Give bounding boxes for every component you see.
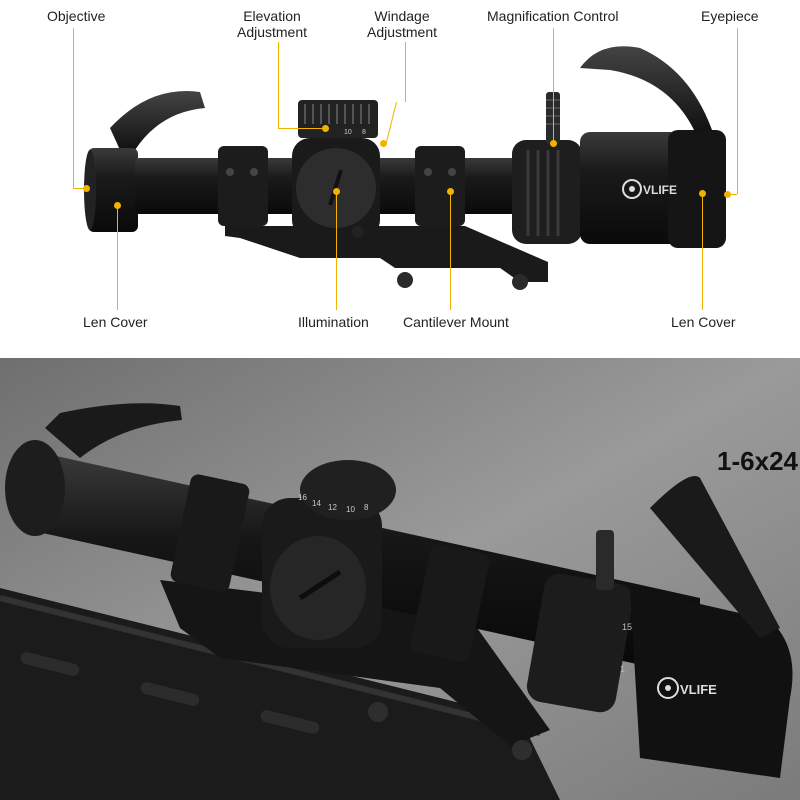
leader-dot — [333, 188, 340, 195]
mount-ring-front — [218, 146, 268, 226]
turret-number-photo: 10 — [346, 505, 355, 514]
leader-cantilever — [450, 192, 451, 310]
label-windage-adjustment: Windage Adjustment — [366, 8, 438, 40]
ring-rear-photo — [410, 544, 490, 662]
leader-dot — [699, 190, 706, 197]
rifle-handguard — [0, 588, 560, 800]
eyepiece-cap-lid — [580, 46, 712, 132]
turret-number: 10 — [344, 129, 352, 136]
label-elevation-adjustment: Elevation Adjustment — [236, 8, 308, 40]
turret-number: 8 — [362, 129, 366, 136]
objective-cap-photo — [45, 403, 182, 458]
leader-windage — [405, 42, 406, 102]
mounted-scope-photo: 16 14 12 10 8 15 1 VLIFE — [0, 358, 800, 800]
label-illumination: Illumination — [298, 314, 369, 330]
leader-elevation — [278, 42, 279, 128]
turret-number-photo: 12 — [328, 503, 337, 512]
label-objective: Objective — [47, 8, 106, 24]
objective-lens — [84, 150, 96, 230]
objective-end-photo — [5, 440, 65, 536]
brand-logo-icon-photo — [657, 677, 679, 699]
leader-dot — [114, 202, 121, 209]
eyepiece-cap-photo — [650, 476, 780, 638]
turret-number-photo: 16 — [298, 493, 307, 502]
turret-number-photo: 8 — [364, 503, 369, 512]
mag-number-photo: 15 — [622, 622, 632, 632]
leader-dot — [322, 125, 329, 132]
eyepiece-cover — [668, 130, 726, 248]
leader-len-cover-left — [117, 206, 118, 310]
leader-eyepiece-h — [727, 194, 737, 195]
annotated-scope-panel: 10 8 15 1 VLIFE Objective Elevation Adju… — [0, 0, 800, 358]
brand-logo: VLIFE — [643, 183, 677, 197]
leader-dot — [380, 140, 387, 147]
mag-number-photo: 1 — [620, 664, 625, 674]
leader-dot — [724, 191, 731, 198]
scope-illustration: 10 8 15 1 VLIFE — [84, 46, 726, 290]
leader-elevation-h — [278, 128, 326, 129]
leader-eyepiece — [737, 28, 738, 194]
leader-illumination — [336, 192, 337, 310]
brand-logo-icon — [622, 179, 642, 199]
leader-objective-h — [73, 188, 86, 189]
label-cantilever-mount: Cantilever Mount — [403, 314, 509, 330]
label-magnification-control: Magnification Control — [487, 8, 619, 24]
mount-ring-rear — [415, 146, 465, 226]
elevation-turret-photo — [300, 460, 396, 520]
leader-dot — [83, 185, 90, 192]
throw-lever-photo — [596, 530, 614, 590]
label-len-cover-right: Len Cover — [671, 314, 736, 330]
product-model: 1-6x24 — [717, 446, 798, 476]
label-eyepiece: Eyepiece — [701, 8, 759, 24]
ring-front-photo — [170, 474, 250, 592]
leader-objective — [73, 28, 74, 188]
brand-logo-photo: VLIFE — [680, 682, 717, 697]
leader-dot — [550, 140, 557, 147]
label-len-cover-left: Len Cover — [83, 314, 148, 330]
eyepiece-photo — [630, 588, 793, 778]
leader-dot — [447, 188, 454, 195]
leader-len-cover-right — [702, 194, 703, 310]
mag-ring-photo — [526, 573, 634, 713]
objective-cap-lid — [110, 91, 205, 150]
leader-magnification — [553, 28, 554, 144]
objective-bell — [88, 148, 138, 232]
turret-number-photo: 14 — [312, 499, 321, 508]
cantilever-mount — [225, 226, 548, 282]
mounted-scope-illustration: 16 14 12 10 8 15 1 VLIFE — [0, 358, 800, 800]
